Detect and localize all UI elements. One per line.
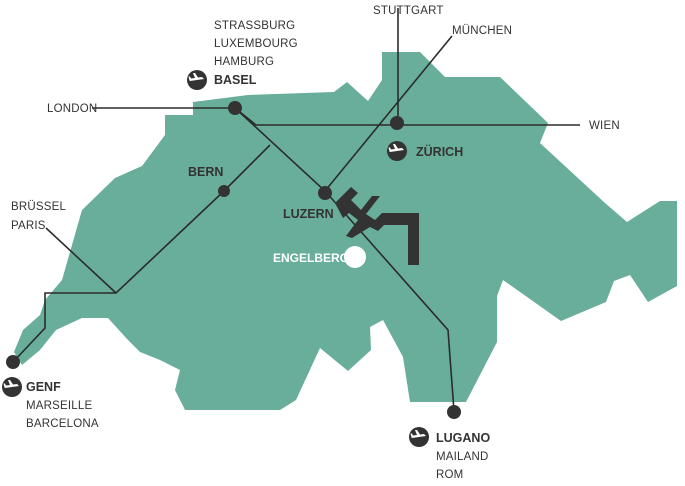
airplane-icon — [387, 141, 407, 161]
hub-zuerich — [390, 116, 404, 130]
label-marseille: MARSEILLE — [26, 400, 92, 412]
airplane-icon — [187, 70, 207, 90]
labels: STRASSBURG LUXEMBOURG HAMBURG BASEL STUT… — [11, 5, 620, 481]
label-paris: PARIS — [11, 220, 46, 232]
label-strassburg: STRASSBURG — [214, 20, 295, 32]
routes — [13, 8, 580, 412]
destination-marker — [344, 246, 366, 268]
label-barcelona: BARCELONA — [26, 418, 99, 430]
label-zuerich: ZÜRICH — [416, 144, 463, 159]
label-bruessel: BRÜSSEL — [11, 201, 66, 213]
route-bern-genf — [13, 144, 271, 362]
hub-genf — [6, 355, 20, 369]
label-bern: BERN — [188, 165, 223, 179]
hub-bern — [218, 185, 230, 197]
hubs — [6, 101, 461, 419]
airplane-icon — [409, 427, 429, 447]
label-rom: ROM — [436, 469, 463, 481]
label-stuttgart: STUTTGART — [373, 5, 444, 17]
route-london-wien — [92, 107, 580, 126]
motorway-junction-icon — [335, 187, 419, 265]
label-mailand: MAILAND — [436, 451, 489, 463]
label-genf: GENF — [26, 380, 61, 394]
label-lugano: LUGANO — [436, 431, 490, 445]
airplane-icon — [2, 377, 22, 397]
label-engelberg: ENGELBERG — [273, 251, 349, 265]
label-london: LONDON — [47, 103, 97, 115]
label-luzern: LUZERN — [283, 207, 334, 221]
route-basel-lugano — [234, 107, 455, 412]
hub-basel — [228, 101, 242, 115]
route-paris-junction — [45, 227, 117, 294]
hub-lugano — [447, 405, 461, 419]
label-muenchen: MÜNCHEN — [452, 25, 512, 37]
label-hamburg: HAMBURG — [214, 56, 274, 68]
route-muenchen-luzern — [324, 35, 453, 192]
switzerland-shape — [14, 52, 677, 410]
label-basel: BASEL — [214, 73, 257, 87]
label-wien: WIEN — [589, 120, 620, 132]
label-luxembourg: LUXEMBOURG — [214, 38, 298, 50]
hub-luzern — [318, 186, 332, 200]
